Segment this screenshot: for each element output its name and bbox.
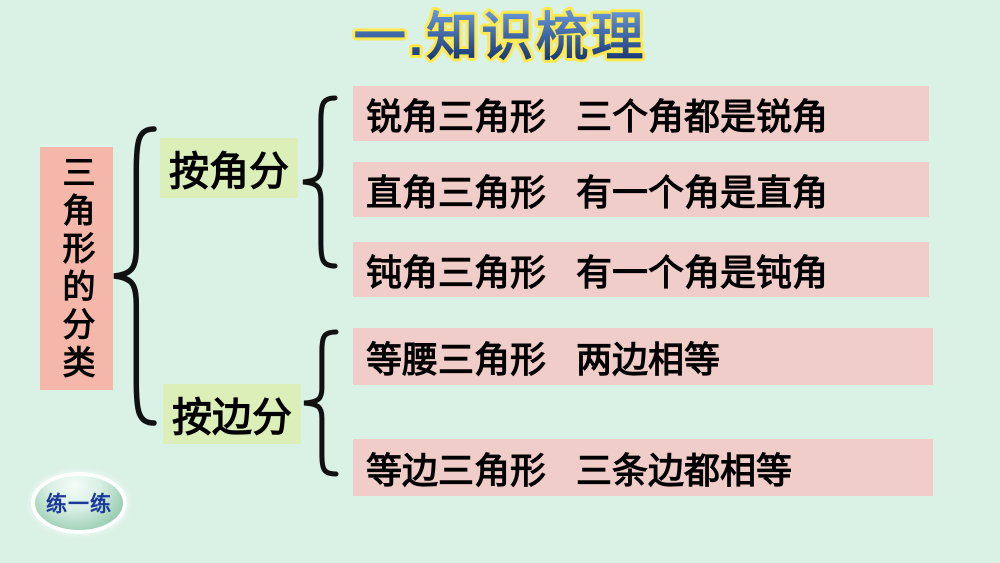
triangle-type-name: 直角三角形 bbox=[366, 171, 547, 213]
triangle-type-desc: 三条边都相等 bbox=[576, 449, 793, 491]
triangle-type-desc: 三个角都是锐角 bbox=[576, 95, 829, 137]
item-isosceles-triangle: 等腰三角形 两边相等 bbox=[353, 328, 933, 385]
item-acute-triangle: 锐角三角形 三个角都是锐角 bbox=[353, 86, 929, 141]
title-svg: 一.知识梳理 bbox=[351, 6, 646, 70]
triangle-type-name: 锐角三角形 bbox=[366, 95, 547, 137]
brace-main-icon bbox=[113, 126, 157, 426]
triangle-type-name: 钝角三角形 bbox=[366, 251, 547, 293]
item-obtuse-triangle: 钝角三角形 有一个角是钝角 bbox=[353, 242, 929, 297]
triangle-type-name: 等边三角形 bbox=[366, 449, 547, 491]
triangle-type-desc: 有一个角是钝角 bbox=[576, 251, 829, 293]
practice-button-label: 练一练 bbox=[46, 493, 112, 516]
root-node: 三角形的分类 bbox=[40, 147, 113, 390]
brace-by-angle-icon bbox=[302, 95, 338, 269]
item-equilateral-triangle: 等边三角形 三条边都相等 bbox=[353, 439, 933, 496]
brace-by-side-icon bbox=[303, 329, 339, 477]
triangle-type-name: 等腰三角形 bbox=[366, 338, 547, 380]
triangle-type-desc: 两边相等 bbox=[576, 338, 721, 380]
branch-label-by-angle: 按角分 bbox=[160, 138, 298, 198]
item-right-triangle: 直角三角形 有一个角是直角 bbox=[353, 162, 929, 217]
practice-button[interactable]: 练一练 bbox=[35, 476, 123, 530]
page-title: 一.知识梳理 bbox=[0, 0, 1000, 72]
branch-label-by-side: 按边分 bbox=[163, 384, 301, 444]
page-title-text: 一.知识梳理 bbox=[354, 9, 646, 67]
triangle-type-desc: 有一个角是直角 bbox=[576, 171, 829, 213]
root-node-label: 三角形的分类 bbox=[58, 154, 95, 383]
